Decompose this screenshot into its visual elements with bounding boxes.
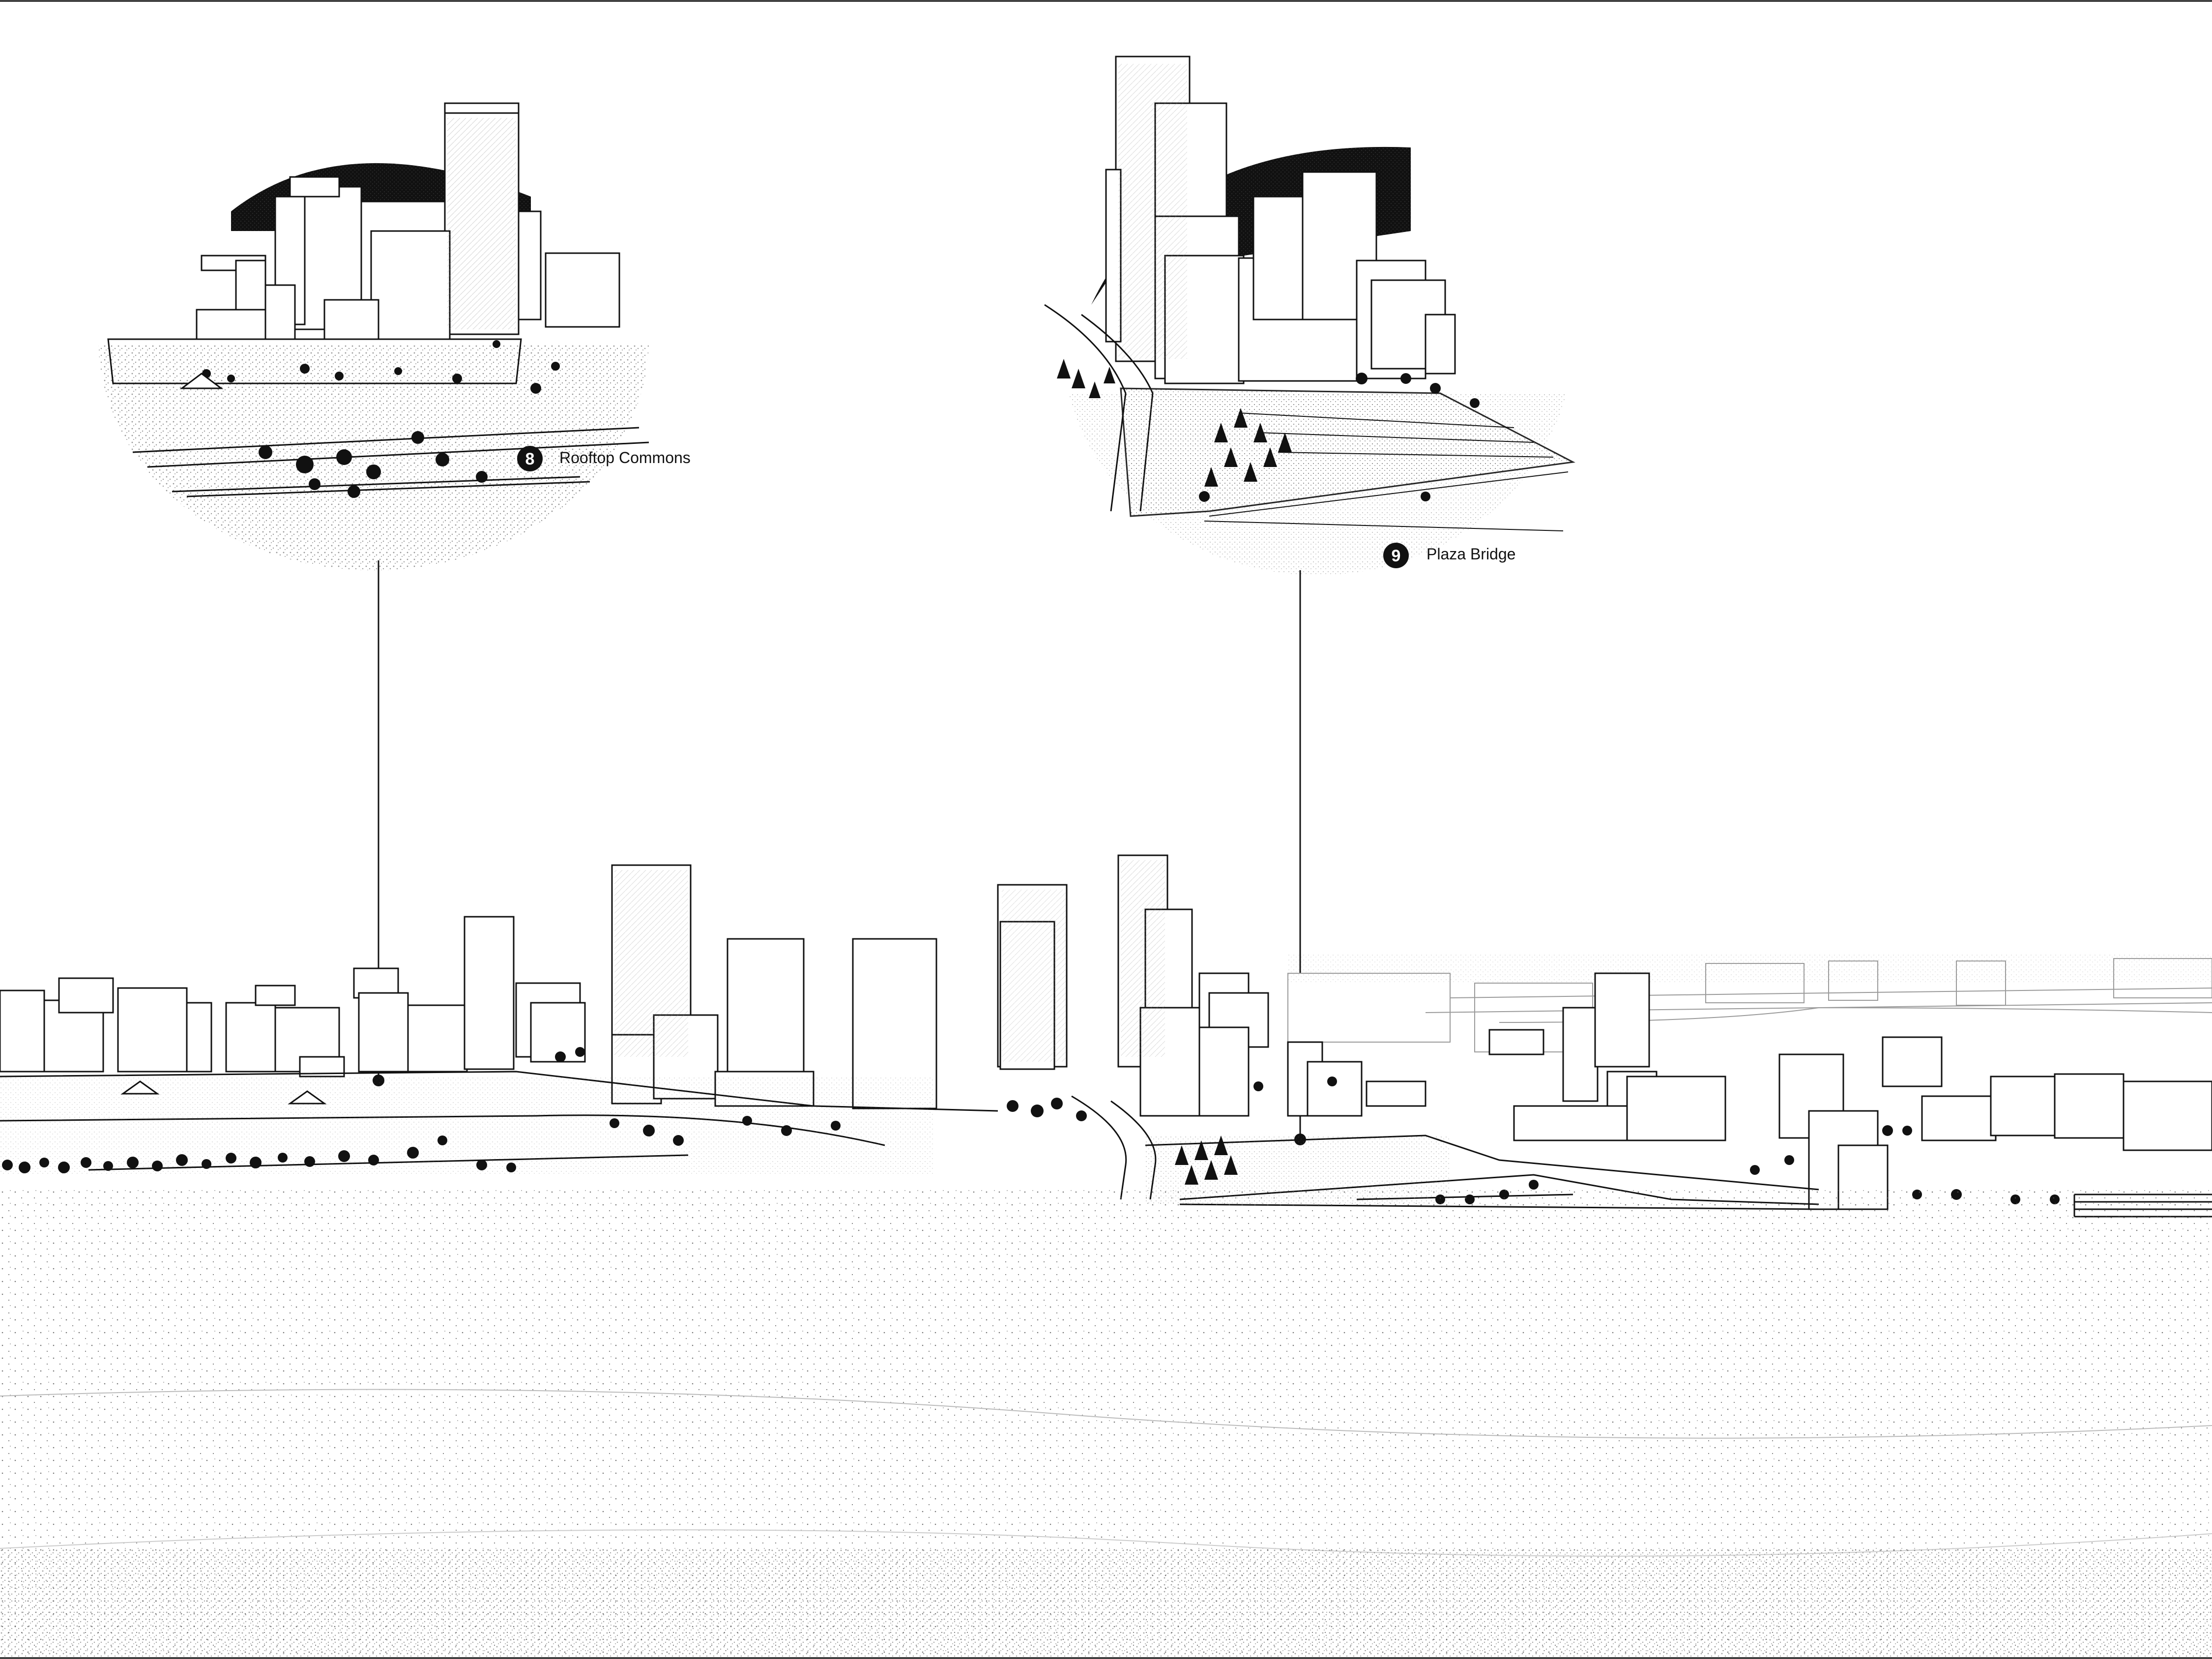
panorama-skyline <box>0 854 2212 1218</box>
vignette-plaza-deck <box>1120 387 1575 517</box>
callout-9-number: 9 <box>1392 547 1401 565</box>
vignette-plaza-bridge <box>1044 56 1575 575</box>
callout-9-label: Plaza Bridge <box>1426 545 1515 563</box>
callout-8-label: Rooftop Commons <box>559 449 691 466</box>
foreground-stipple-dense <box>0 1548 2212 1657</box>
callout-9-badge <box>1383 543 1409 568</box>
vignette-highway <box>1044 304 1154 512</box>
vignette-trees <box>1057 359 1480 502</box>
right-buildings <box>1488 972 2212 1210</box>
vignette-trees <box>202 340 560 498</box>
vignette-buildings <box>196 102 620 340</box>
callout-9: 9 Plaza Bridge <box>1383 543 1515 568</box>
callout-8-number: 8 <box>525 450 535 468</box>
callout-8: 8 Rooftop Commons <box>517 446 691 471</box>
vignette-terraces <box>107 338 649 497</box>
panorama-trees <box>2 1047 2060 1204</box>
vignette-rooftop-commons <box>98 102 649 570</box>
callout-8-badge <box>517 446 543 471</box>
foreground-contour <box>0 1389 2212 1439</box>
foreground-field <box>0 1190 2212 1657</box>
